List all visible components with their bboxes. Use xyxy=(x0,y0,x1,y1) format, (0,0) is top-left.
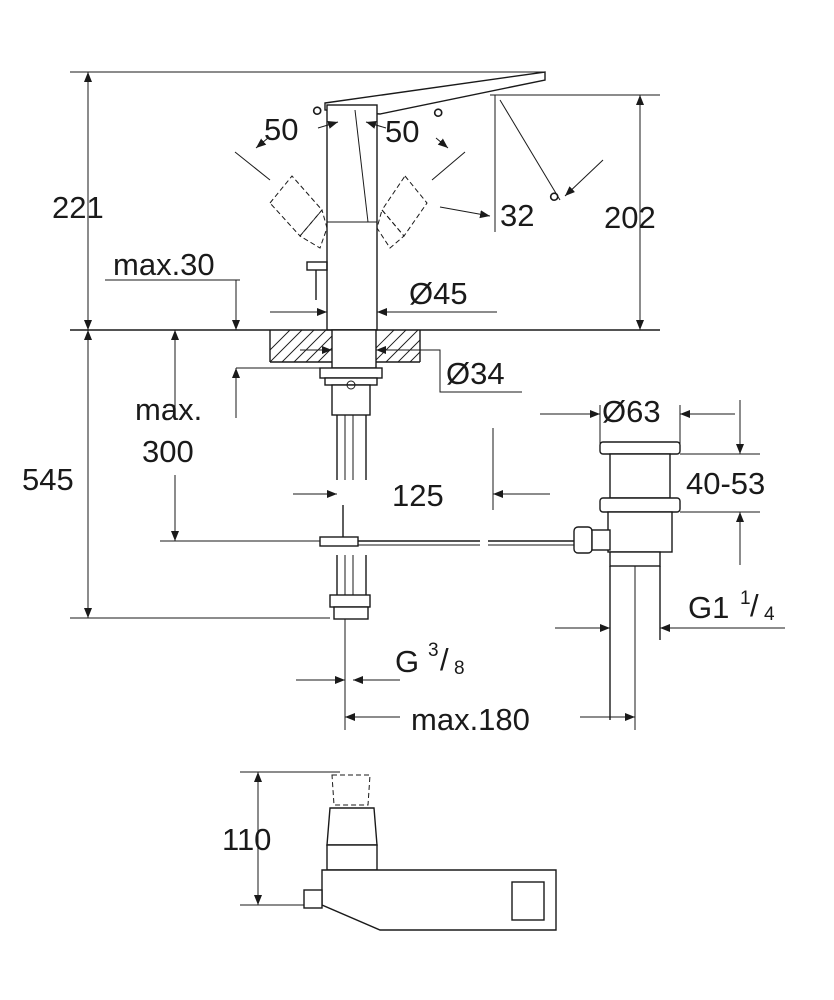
label-connection-thread-main: G xyxy=(395,644,419,679)
label-angle-left-deg: ° xyxy=(311,100,323,135)
label-waste-thread-den: 4 xyxy=(764,604,775,625)
tap-side-view xyxy=(303,774,557,931)
label-connection-thread-sep: / xyxy=(440,642,449,677)
dimension-lines xyxy=(70,71,785,906)
label-height-below: 545 xyxy=(22,462,74,497)
dimension-labels: 221 202 50 ° 50 ° 32 ° max.30 Ø45 Ø34 ma… xyxy=(22,100,775,857)
label-angle-right-deg: ° xyxy=(432,102,444,137)
label-waste-thread-num: 1 xyxy=(740,588,751,609)
label-height-total: 221 xyxy=(52,190,104,225)
label-offset: 125 xyxy=(392,478,444,513)
label-connection-thread-den: 8 xyxy=(454,658,465,679)
label-max-deck: max.30 xyxy=(113,247,215,282)
label-height-spout: 202 xyxy=(604,200,656,235)
label-waste-range: 40-53 xyxy=(686,466,765,501)
label-max-hose-line1: max. xyxy=(135,392,202,427)
label-height-side: 110 xyxy=(222,822,271,857)
label-angle-left: 50 xyxy=(264,112,298,147)
label-waste-thread-sep: / xyxy=(750,588,759,623)
label-max-hose-line2: 300 xyxy=(142,434,194,469)
label-angle-spout: 32 xyxy=(500,198,534,233)
label-connection-thread-num: 3 xyxy=(428,640,439,661)
under-deck-assembly xyxy=(160,329,580,620)
label-diameter-body: Ø45 xyxy=(409,276,468,311)
waste-assembly xyxy=(573,441,681,720)
label-angle-right: 50 xyxy=(385,114,419,149)
label-diameter-base: Ø34 xyxy=(446,356,505,391)
label-diameter-waste: Ø63 xyxy=(602,394,661,429)
label-max-distance: max.180 xyxy=(411,702,530,737)
label-angle-spout-deg: ° xyxy=(548,186,560,221)
label-waste-thread-main: G1 xyxy=(688,590,729,625)
